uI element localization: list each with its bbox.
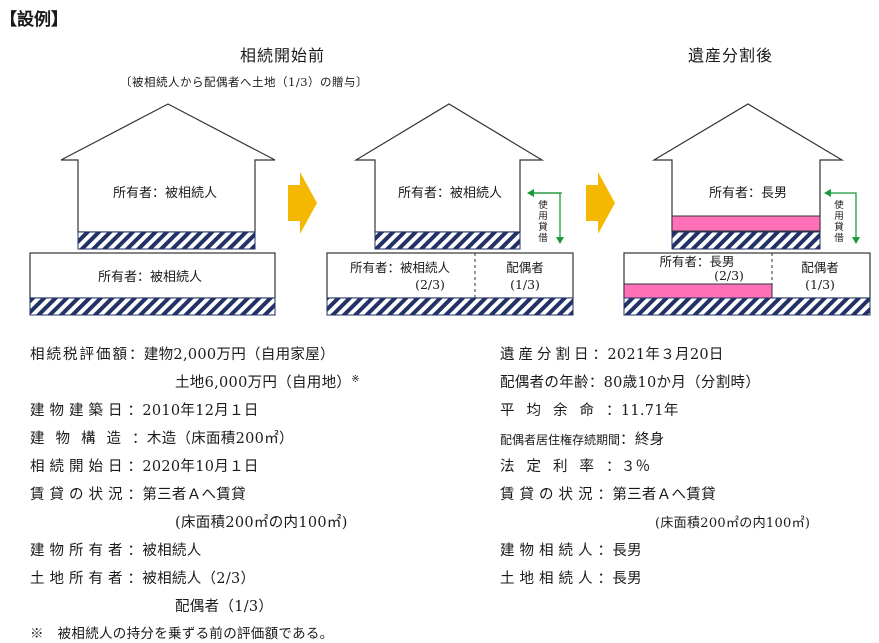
fact-life-value: 11.71年 xyxy=(620,403,679,419)
fact-bheir-value: 長男 xyxy=(612,543,642,559)
house-1-building xyxy=(60,103,276,233)
arrow-right-icon xyxy=(288,172,317,234)
fact-lease-label: 賃貸の状況 xyxy=(30,487,128,503)
fact-life: 平均余命：11.71年 xyxy=(500,399,679,420)
house-1-building-land-strip xyxy=(77,231,256,250)
house-3-building-land-strip xyxy=(671,231,821,250)
house-2-building-owner: 所有者：被相続人 xyxy=(398,186,502,201)
usage-loan-char-4: 借 xyxy=(834,232,844,244)
fact-bheir: 建物相続人：長男 xyxy=(500,539,642,560)
fact-division-value: 2021年３月20日 xyxy=(607,347,724,363)
house-2-land-left-share: (2/3) xyxy=(415,277,445,292)
house-3-land-left-share: (2/3) xyxy=(714,268,744,283)
arrow-right-icon xyxy=(586,172,615,234)
fact-start-value: 2020年10月１日 xyxy=(142,459,259,475)
fact-eval: 相続税評価額：建物2,000万円（自用家屋） xyxy=(30,343,335,364)
fact-bowner: 建物所有者：被相続人 xyxy=(30,539,202,560)
house-2: 所有者：被相続人 使 用 貸 借 所有者：被相続人 (2/3) 配偶者 (1/3… xyxy=(326,103,574,316)
subtitle-gift-note: 〔被相続人から配偶者へ土地（1/3）の贈与〕 xyxy=(120,75,369,89)
house-1-land-owner: 所有者：被相続人 xyxy=(98,270,202,285)
house-2-land xyxy=(326,252,574,299)
fact-start-label: 相続開始日 xyxy=(30,459,128,475)
house-2-land-right-share: (1/3) xyxy=(510,277,540,292)
fact-residence: 配偶者居住権存続期間：終身 xyxy=(500,432,665,448)
usage-loan-char-1: 使 xyxy=(834,199,844,211)
fact-bowner-value: 被相続人 xyxy=(142,543,202,559)
fact-eval-land: 土地6,000万円（自用地） xyxy=(175,375,352,391)
heading: 【設例】 xyxy=(0,10,68,30)
fact-age-label: 配偶者の年齢 xyxy=(500,375,589,391)
fact-residence-value: 終身 xyxy=(634,432,665,448)
usage-loan-char-3: 貸 xyxy=(538,221,548,233)
fact-rate: 法定利率：３％ xyxy=(500,455,650,476)
fact-residence-label: 配偶者居住権存続期間 xyxy=(500,433,621,447)
fact-eval-label: 相続税評価額 xyxy=(30,347,129,363)
fact-life-label: 平均余命 xyxy=(500,403,606,419)
house-2-land-hatch xyxy=(326,297,574,316)
fact-rate-label: 法定利率 xyxy=(500,459,606,475)
fact-eval-land-row: 土地6,000万円（自用地）※ xyxy=(175,371,360,392)
house-2-building-land-strip xyxy=(374,231,521,250)
fact-lowner-value2: 配偶者（1/3） xyxy=(175,599,274,615)
fact-division: 遺産分割日：2021年３月20日 xyxy=(500,343,724,364)
fact-bheir-label: 建物相続人 xyxy=(500,543,598,559)
property-diagram: 所有者：被相続人 所有者：被相続人 所有者：被相続人 使 用 貸 借 所有者：被… xyxy=(29,103,871,316)
house-1-land xyxy=(29,252,276,299)
fact-lease-right: 賃貸の状況：第三者Ａへ賃貸 xyxy=(500,483,716,504)
fact-eval-land-mark: ※ xyxy=(351,374,360,385)
title-before: 相続開始前 xyxy=(240,46,326,65)
fact-lease-right-label: 賃貸の状況 xyxy=(500,487,598,503)
usage-loan-char-2: 用 xyxy=(834,211,844,222)
house-3-land-right-share: (1/3) xyxy=(805,277,835,292)
house-2-land-right: 配偶者 xyxy=(506,260,544,275)
usage-loan-arrowhead-left xyxy=(527,189,534,197)
fact-built-label: 建物建築日 xyxy=(30,403,128,419)
footnote: ※ 被相続人の持分を乗ずる前の評価額である。 xyxy=(30,626,334,642)
fact-lease-detail: (床面積200㎡の内100㎡) xyxy=(175,515,348,531)
fact-rate-value: ３％ xyxy=(620,459,651,475)
house-3-building xyxy=(651,103,845,233)
fact-lheir-label: 土地相続人 xyxy=(500,571,598,587)
fact-lowner-value1: 被相続人（2/3） xyxy=(142,571,256,587)
fact-structure-label: 建物構造 xyxy=(30,431,132,447)
fact-built: 建物建築日：2010年12月１日 xyxy=(30,399,259,420)
fact-lease: 賃貸の状況：第三者Ａへ賃貸 xyxy=(30,483,246,504)
fact-bowner-label: 建物所有者 xyxy=(30,543,128,559)
house-1: 所有者：被相続人 所有者：被相続人 xyxy=(29,103,276,316)
fact-built-value: 2010年12月１日 xyxy=(142,403,259,419)
fact-start: 相続開始日：2020年10月１日 xyxy=(30,455,259,476)
fact-structure-value: 木造（床面積200㎡） xyxy=(146,431,294,447)
fact-lowner: 土地所有者：被相続人（2/3） xyxy=(30,567,255,588)
house-3-land-right: 配偶者 xyxy=(801,260,839,275)
fact-lease-right-value: 第三者Ａへ賃貸 xyxy=(612,487,716,503)
house-1-land-hatch xyxy=(29,297,276,316)
house-3: 所有者：長男 使 用 貸 借 所有者：長男 (2/3) 配偶者 (1/3) xyxy=(623,103,871,316)
fact-lease-right-detail: (床面積200㎡の内100㎡) xyxy=(655,516,811,531)
house-2-land-left: 所有者：被相続人 xyxy=(350,260,451,275)
fact-structure: 建物構造：木造（床面積200㎡） xyxy=(30,427,294,448)
house-3-spouse-right-band xyxy=(671,215,821,232)
fact-division-label: 遺産分割日 xyxy=(500,347,593,363)
house-2-building xyxy=(353,103,545,233)
usage-loan-char-4: 借 xyxy=(538,232,548,244)
house-3-land-hatch xyxy=(623,297,871,316)
usage-loan-char-3: 貸 xyxy=(834,221,844,233)
usage-loan-arrowhead-left xyxy=(824,189,831,197)
house-1-building-owner: 所有者：被相続人 xyxy=(113,186,217,201)
fact-lheir-value: 長男 xyxy=(612,571,642,587)
fact-lheir: 土地相続人：長男 xyxy=(500,567,642,588)
usage-loan-char-2: 用 xyxy=(538,211,548,222)
house-3-land-spouse-band xyxy=(623,283,773,299)
fact-age: 配偶者の年齢：80歳10か月（分割時） xyxy=(500,371,760,392)
house-3-land-left: 所有者：長男 xyxy=(659,254,734,269)
fact-eval-building: 建物2,000万円（自用家屋） xyxy=(143,347,335,363)
fact-age-value: 80歳10か月（分割時） xyxy=(603,375,761,391)
house-3-building-owner: 所有者：長男 xyxy=(709,186,787,201)
fact-lease-value: 第三者Ａへ賃貸 xyxy=(142,487,246,503)
usage-loan-char-1: 使 xyxy=(538,199,548,211)
title-after: 遺産分割後 xyxy=(688,46,774,65)
fact-lowner-label: 土地所有者 xyxy=(30,571,128,587)
